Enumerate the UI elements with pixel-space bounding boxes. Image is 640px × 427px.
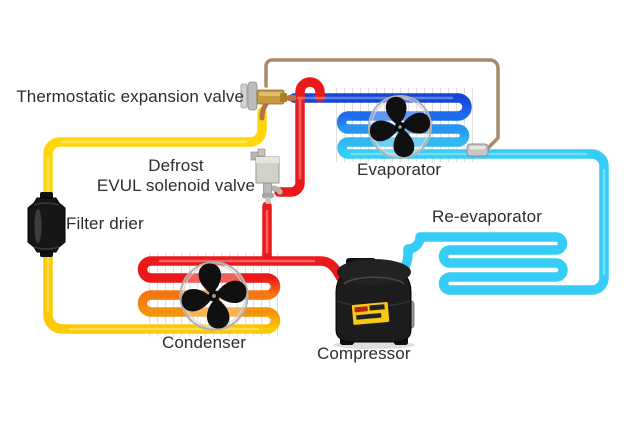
label-re-evaporator: Re-evaporator [432, 207, 542, 226]
defrost-label-line1: Defrost [148, 156, 204, 175]
label-compressor: Compressor [317, 344, 411, 363]
label-filter-drier: Filter drier [66, 214, 144, 233]
condenser-exit-pipe [43, 249, 272, 334]
compressor-sticker [350, 301, 391, 326]
filter-drier-icon [27, 192, 66, 257]
pipe-highlights [46, 96, 606, 331]
liquid-line-pipe [43, 107, 267, 203]
defrost-hot-gas-pipe [262, 77, 325, 263]
label-evaporator: Evaporator [357, 160, 442, 179]
label-thermostatic-expansion-valve: Thermostatic expansion valve [16, 87, 244, 106]
txv-icon [240, 81, 296, 121]
label-defrost-solenoid-valve: Defrost EVUL solenoid valve [91, 156, 261, 196]
capillary-tube [264, 58, 500, 152]
sensor-bulb-icon [466, 143, 489, 157]
re-evaporator-coil [343, 149, 609, 295]
defrost-label-line2: EVUL solenoid valve [96, 176, 256, 195]
compressor-icon [333, 258, 415, 349]
label-condenser: Condenser [162, 333, 247, 352]
condenser-fan-icon [174, 256, 254, 336]
solenoid-valve-icon [250, 148, 283, 204]
